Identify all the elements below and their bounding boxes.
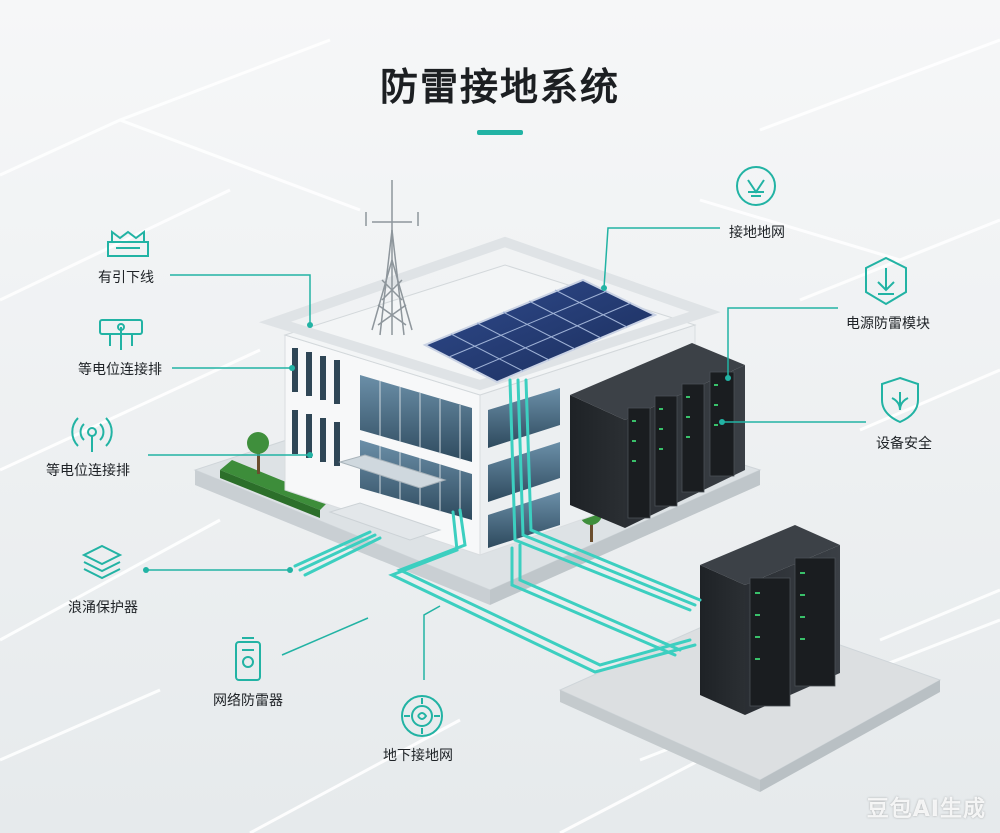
shield-leaf-icon: [881, 376, 919, 424]
roof-parapet: [258, 236, 721, 391]
label-power-spd-module: 电源防雷模块: [846, 316, 930, 332]
left-windows: [292, 348, 340, 466]
curtain-wall-upper: [360, 375, 472, 462]
watermark: 豆包AI生成: [866, 797, 986, 822]
title-underline: [477, 130, 523, 135]
grounding-cables: [293, 378, 702, 674]
standalone-server-rack: [700, 525, 840, 715]
label-equipment-safety: 设备安全: [876, 436, 932, 452]
solar-array: [422, 278, 658, 384]
label-network-arrester: 网络防雷器: [213, 693, 283, 709]
building-rooftop-icon: [107, 230, 149, 257]
building-base-side: [195, 470, 490, 605]
page-title: 防雷接地系统: [379, 65, 620, 109]
lightning-rod-tower: [365, 180, 419, 336]
label-down-conductor: 有引下线: [98, 270, 154, 286]
entrance-steps: [328, 502, 442, 541]
label-bonding-bar-1: 等电位连接排: [78, 362, 162, 378]
signal-waves-icon: [71, 417, 113, 452]
entrance-canopy: [338, 454, 447, 489]
gear-leaf-icon: [401, 695, 443, 737]
shield-hex-arrow-icon: [865, 256, 907, 306]
grounding-circle-icon: [736, 166, 776, 206]
label-grounding-grid: 接地地网: [729, 225, 785, 241]
bonding-bar-icon: [99, 319, 143, 350]
stacked-layers-icon: [81, 544, 123, 580]
hedge: [220, 460, 330, 510]
label-surge-protector: 浪涌保护器: [68, 600, 138, 616]
label-underground-grid: 地下接地网: [383, 748, 453, 764]
label-bonding-bar-2: 等电位连接排: [46, 463, 130, 479]
callout-leaders: [146, 227, 866, 680]
tree-left: [247, 432, 269, 474]
device-panel-icon: [235, 637, 261, 681]
rooftop-server-cluster: [570, 343, 745, 528]
